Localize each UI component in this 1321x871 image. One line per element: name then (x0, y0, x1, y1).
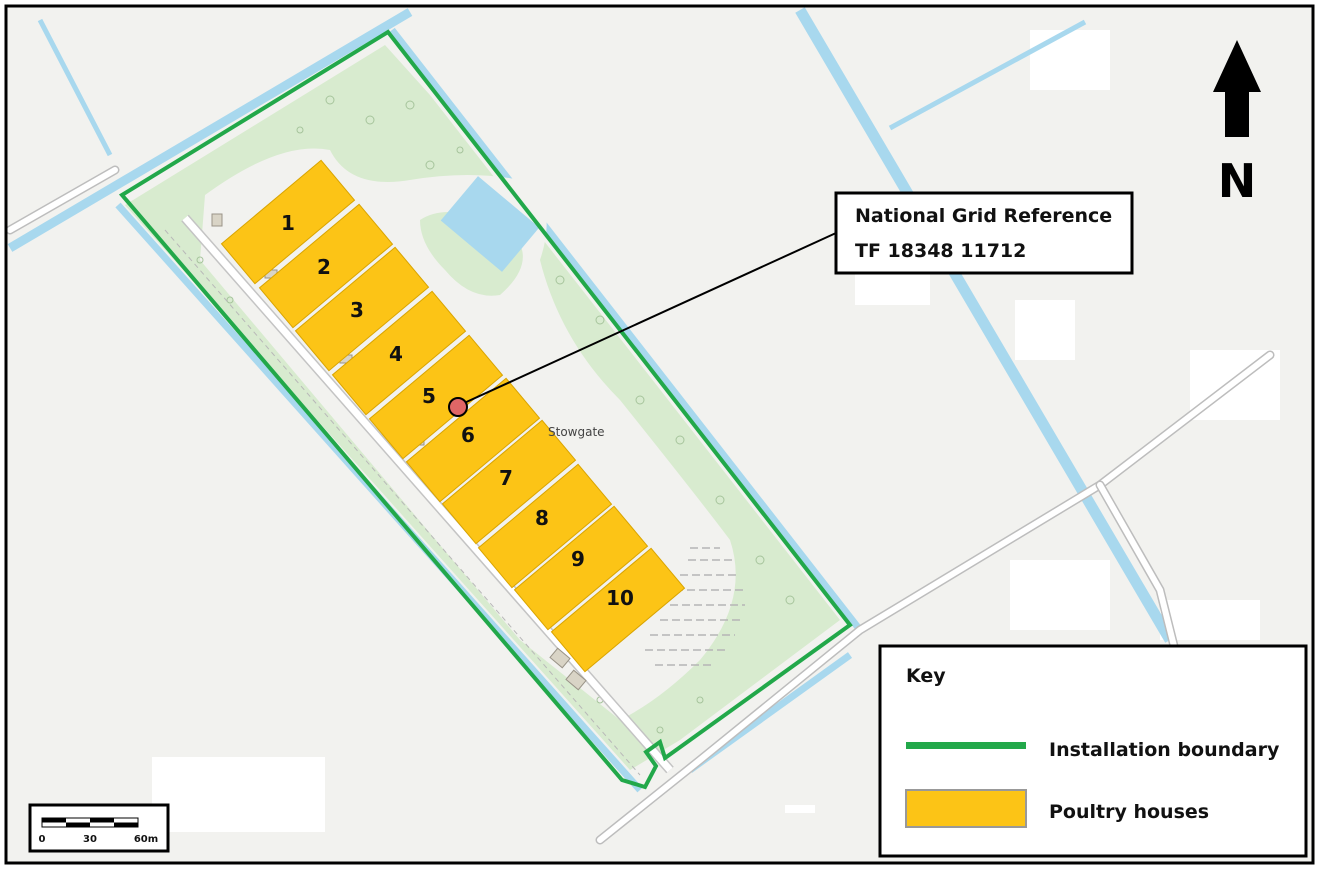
scale-tick-30: 30 (83, 834, 97, 845)
poultry-house-9[interactable] (513, 505, 649, 631)
scale-tick-60m: 60m (134, 834, 158, 845)
installation-boundary (118, 29, 853, 790)
scale-bar: 0 30 60m (28, 803, 170, 853)
poultry-house-label-9: 9 (571, 547, 585, 571)
poultry-house-label-5: 5 (422, 384, 436, 408)
poultry-house-label-1: 1 (281, 211, 295, 235)
north-arrow-icon (1213, 40, 1261, 137)
poultry-house-label-10: 10 (606, 586, 634, 610)
internal-track (164, 214, 674, 776)
poultry-house-label-7: 7 (499, 466, 513, 490)
callout-line-1: National Grid Reference (855, 205, 1112, 227)
poultry-house-7[interactable] (441, 419, 577, 545)
scale-tick-0: 0 (39, 834, 46, 845)
pond (440, 176, 540, 272)
key-item-boundary: Installation boundary (1049, 739, 1280, 761)
grid-reference-marker[interactable] (448, 397, 468, 417)
poultry-house-8[interactable] (477, 463, 613, 589)
parking-bays (645, 547, 745, 666)
north-arrow: N (1213, 40, 1261, 208)
poultry-house-4[interactable] (331, 290, 467, 416)
map-frame (4, 4, 1315, 865)
poultry-house-2[interactable] (258, 203, 394, 329)
poultry-house-label-2: 2 (317, 255, 331, 279)
grid-reference-callout: National Grid Reference TF 18348 11712 (834, 191, 1134, 275)
poultry-house-label-3: 3 (350, 298, 364, 322)
callout-line-2: TF 18348 11712 (855, 240, 1026, 262)
poultry-house-5[interactable] (368, 334, 504, 460)
poultry-house-6[interactable] (405, 377, 541, 503)
callout-leader-line (461, 232, 837, 405)
place-label: Stowgate (548, 425, 605, 439)
poultry-house-10[interactable] (550, 547, 686, 673)
key-item-poultry: Poultry houses (1049, 801, 1209, 823)
key-title: Key (906, 665, 946, 687)
poultry-house-label-6: 6 (461, 423, 475, 447)
boundary-swatch (906, 742, 1026, 749)
poultry-swatch (905, 789, 1027, 828)
roads (5, 165, 1275, 845)
poultry-house-3[interactable] (294, 246, 430, 372)
poultry-house-label-4: 4 (389, 342, 403, 366)
poultry-house-label-8: 8 (535, 506, 549, 530)
poultry-house-1[interactable] (220, 159, 356, 285)
map-key: Key Installation boundary Poultry houses (878, 644, 1308, 858)
north-label: N (1218, 154, 1257, 208)
